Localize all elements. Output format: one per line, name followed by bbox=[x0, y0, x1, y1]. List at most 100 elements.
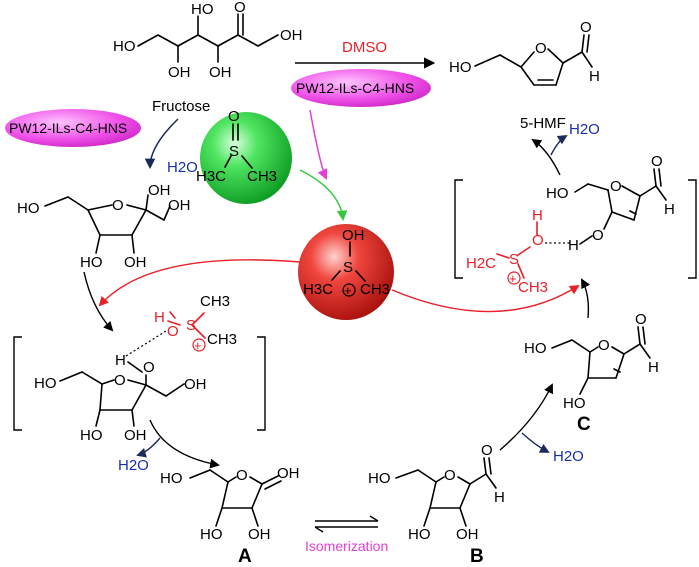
complex2-h2c: H2C bbox=[466, 255, 496, 272]
complex1-ho-2: HO bbox=[80, 427, 103, 444]
furanose-oh-3: OH bbox=[168, 197, 191, 214]
furanose-structure: O HO HO OH OH OH bbox=[17, 182, 191, 271]
fructose-oh-right: OH bbox=[280, 27, 303, 44]
protonated-dmso-h3c: H3C bbox=[303, 281, 333, 298]
water-release-arrow-3 bbox=[521, 432, 550, 453]
b-ring-o: O bbox=[444, 467, 456, 484]
catalyst-ellipse-side bbox=[5, 109, 141, 147]
a-ho-2: HO bbox=[200, 526, 223, 543]
complex2-to-hmf-arrow bbox=[531, 138, 561, 176]
furanose-ring-o: O bbox=[112, 197, 124, 214]
c-ho-1: HO bbox=[524, 340, 547, 357]
hmf-label: 5-HMF bbox=[520, 115, 566, 132]
furanose-ho-2: HO bbox=[80, 254, 103, 271]
c-ho-2: HO bbox=[563, 395, 586, 412]
isomerization-equilibrium-arrows bbox=[314, 515, 379, 533]
label-a: A bbox=[238, 546, 252, 567]
complex2-aldehyde-h: H bbox=[664, 201, 675, 218]
a-oh-2: OH bbox=[248, 526, 271, 543]
dmso-molecule: O S H3C CH3 bbox=[196, 108, 277, 185]
fructose-ketone-o: O bbox=[234, 0, 246, 16]
isomerization-label: Isomerization bbox=[305, 538, 388, 554]
sphere-to-complex2-arrow bbox=[391, 284, 580, 313]
complex1-oh-h: H bbox=[154, 309, 165, 326]
fructose-ho-top: HO bbox=[191, 1, 214, 18]
complex2-h: H bbox=[568, 237, 579, 254]
protonated-dmso-sphere bbox=[298, 224, 394, 320]
dmso-s: S bbox=[229, 143, 239, 160]
complex1-ch3-top: CH3 bbox=[200, 293, 230, 310]
water-label-4: H2O bbox=[569, 121, 600, 138]
fructose-ho-left: HO bbox=[113, 38, 136, 55]
c-aldehyde-o: O bbox=[635, 311, 647, 328]
intermediate-b-structure: O O H HO HO OH bbox=[368, 442, 505, 543]
complex1-to-a-arrow bbox=[149, 419, 220, 469]
complex1-o-hydroxyl: O bbox=[143, 359, 155, 376]
catalyst-label-side: PW12-ILs-C4-HNS bbox=[9, 120, 127, 136]
water-label-2: H2O bbox=[118, 457, 149, 474]
bracket-complex-2: H2C S + CH3 O H H O O O H HO bbox=[454, 153, 697, 296]
water-release-arrow-2 bbox=[136, 437, 161, 458]
intermediate-c-structure: O O H HO HO bbox=[524, 311, 659, 412]
b-ho-2: HO bbox=[408, 526, 431, 543]
complex1-ho-1: HO bbox=[34, 375, 57, 392]
fructose-label: Fructose bbox=[152, 98, 210, 115]
complex1-plus: + bbox=[194, 338, 202, 353]
complex2-ring-o: O bbox=[610, 178, 622, 195]
complex1-ch3-right: CH3 bbox=[207, 331, 237, 348]
complex2-o: O bbox=[532, 232, 544, 249]
b-aldehyde-o: O bbox=[481, 442, 493, 459]
complex1-o: O bbox=[167, 323, 179, 340]
complex2-o-hydroxyl: O bbox=[592, 227, 604, 244]
complex2-ch3: CH3 bbox=[518, 279, 548, 296]
protonated-dmso-s: S bbox=[343, 259, 353, 276]
c-ring-o: O bbox=[598, 337, 610, 354]
a-ring-o: O bbox=[236, 467, 248, 484]
protonated-dmso-oh: OH bbox=[342, 227, 365, 244]
catalyst-label-main: PW12-ILs-C4-HNS bbox=[296, 80, 414, 96]
catalyst-to-dmso-arrow bbox=[309, 109, 328, 180]
protonated-dmso-molecule: OH S H3C CH3 + bbox=[303, 227, 390, 298]
b-ho-1: HO bbox=[368, 470, 391, 487]
dmso-ch3: CH3 bbox=[247, 168, 277, 185]
complex2-plus: + bbox=[509, 271, 517, 286]
complex1-h: H bbox=[115, 352, 126, 369]
complex1-ring-o: O bbox=[114, 372, 126, 389]
label-c: C bbox=[577, 414, 591, 435]
water-label-1: H2O bbox=[167, 159, 198, 176]
intermediate-a-structure: O HO OH HO OH bbox=[160, 465, 300, 543]
dmso-sphere bbox=[200, 112, 292, 204]
b-aldehyde-h: H bbox=[494, 489, 505, 506]
bracket-complex-1: H O S + CH3 CH3 H O O HO HO OH OH bbox=[13, 293, 266, 444]
complex2-s: S bbox=[509, 251, 519, 268]
fructose-oh-1: OH bbox=[168, 64, 191, 81]
catalyst-ellipse-main bbox=[291, 69, 431, 107]
a-oh: OH bbox=[277, 465, 300, 482]
dmso-o: O bbox=[228, 108, 240, 125]
dmso-h3c: H3C bbox=[196, 168, 226, 185]
c-aldehyde-h: H bbox=[648, 359, 659, 376]
a-ho-1: HO bbox=[160, 470, 183, 487]
fructose-oh-2: OH bbox=[209, 64, 232, 81]
protonated-dmso-ch3: CH3 bbox=[360, 281, 390, 298]
label-b: B bbox=[470, 546, 484, 567]
furanose-to-complex-arrow bbox=[83, 271, 114, 332]
complex2-oh-h: H bbox=[532, 207, 543, 224]
cyclization-arrow bbox=[144, 118, 179, 170]
complex1-oh-1: OH bbox=[124, 427, 147, 444]
fructose-structure: HO O HO OH OH OH bbox=[113, 0, 303, 81]
water-label-3: H2O bbox=[553, 448, 584, 465]
protonated-dmso-plus: + bbox=[344, 283, 352, 298]
dmso-protonation-arrow bbox=[299, 169, 348, 222]
furanose-oh-1: OH bbox=[124, 254, 147, 271]
b-oh: OH bbox=[456, 526, 479, 543]
water-release-arrow-4 bbox=[550, 134, 568, 156]
furanose-ho-1: HO bbox=[17, 200, 40, 217]
furanose-oh-2: OH bbox=[148, 182, 171, 199]
hmf-aldehyde-h: H bbox=[589, 68, 600, 85]
c-to-complex-arrow bbox=[581, 278, 591, 319]
b-to-c-arrow bbox=[499, 383, 553, 451]
complex1-s: S bbox=[186, 317, 196, 334]
sphere-to-dehydration-arrow bbox=[98, 259, 301, 307]
